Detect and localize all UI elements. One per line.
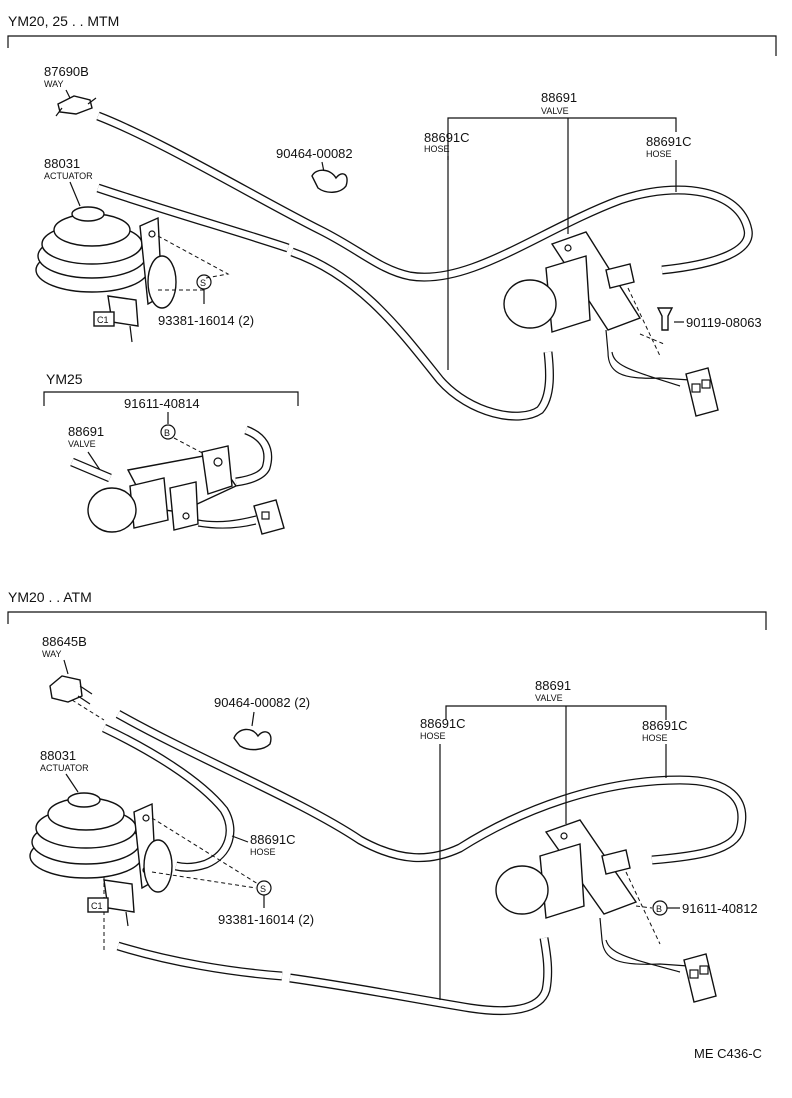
actuator-name-top: ACTUATOR xyxy=(44,171,93,181)
valve-name-bottom: VALVE xyxy=(535,693,563,703)
valve-labels-bottom: 88691 VALVE 88691C HOSE 88691C HOSE xyxy=(420,678,688,1000)
hose-left-number-bottom: 88691C xyxy=(420,716,466,731)
valve-top xyxy=(503,231,719,417)
section-bracket-inset xyxy=(43,391,299,406)
figure-code: ME C436-C xyxy=(694,1046,762,1061)
valve-wire-top xyxy=(605,329,691,387)
screw-badge-top: S xyxy=(200,278,206,288)
bolt-badge-bottom: B xyxy=(656,904,662,914)
inset-valve xyxy=(87,445,285,535)
valve-wire-bottom xyxy=(599,917,689,973)
hose-small-number-bottom: 88691C xyxy=(250,832,296,847)
valve-bottom xyxy=(495,819,717,1003)
bolt-number-top: 90119-08063 xyxy=(686,315,762,330)
valve-bracket-bottom xyxy=(544,819,638,915)
way-number-bottom: 88645B xyxy=(42,634,87,649)
way-connector-bottom: 88645B WAY xyxy=(42,634,93,705)
way-name-bottom: WAY xyxy=(42,649,62,659)
valve-labels-top: 88691 VALVE 88691C HOSE 88691C HOSE xyxy=(424,90,692,370)
svg-text:C1: C1 xyxy=(91,901,103,911)
actuator-name-bottom: ACTUATOR xyxy=(40,763,89,773)
bolt-bottom: B 91611-40812 xyxy=(625,871,758,945)
hose-left-name-bottom: HOSE xyxy=(420,731,446,741)
way-fitting-bottom xyxy=(49,675,83,703)
valve-body-top xyxy=(503,279,557,329)
clip-bottom: 90464-00082 (2) xyxy=(214,695,310,751)
hose-group-top xyxy=(96,111,753,421)
actuator-bottom: 88031 ACTUATOR C1 xyxy=(29,748,173,927)
svg-text:C1: C1 xyxy=(97,315,109,325)
way-fitting-top xyxy=(57,95,93,115)
hose-small-name-bottom: HOSE xyxy=(250,847,276,857)
connector-c1-top xyxy=(93,311,115,327)
screw-number-top: 93381-16014 (2) xyxy=(158,313,254,328)
way-number-top: 87690B xyxy=(44,64,89,79)
screw-badge-bottom: S xyxy=(260,884,266,894)
inset-valve-number: 88691 xyxy=(68,424,104,439)
hose-right-number-bottom: 88691C xyxy=(642,718,688,733)
hose-left-number-top: 88691C xyxy=(424,130,470,145)
way-connector-top: 87690B WAY xyxy=(44,64,97,117)
valve-plug-bottom xyxy=(683,953,717,1003)
section-bracket-bottom xyxy=(7,611,767,630)
section-title-top: YM20, 25 . . MTM xyxy=(8,13,119,29)
valve-plug-top xyxy=(685,367,719,417)
clip-number-bottom: 90464-00082 (2) xyxy=(214,695,310,710)
inset-valve-name: VALVE xyxy=(68,439,96,449)
way-name-top: WAY xyxy=(44,79,64,89)
bolt-top: 90119-08063 xyxy=(627,287,762,357)
valve-name-top: VALVE xyxy=(541,106,569,116)
hose-right-name-top: HOSE xyxy=(646,149,672,159)
hose-small-label-bottom: 88691C HOSE xyxy=(231,832,296,857)
section-title-bottom: YM20 . . ATM xyxy=(8,589,92,605)
valve-number-bottom: 88691 xyxy=(535,678,571,693)
screw-top: S 93381-16014 (2) xyxy=(157,235,254,328)
inset-bolt-badge: B xyxy=(164,428,170,438)
valve-body-bottom xyxy=(495,865,549,915)
section-bracket-top xyxy=(7,35,777,56)
connector-c1-bottom xyxy=(87,897,109,913)
screw-bottom: S 93381-16014 (2) xyxy=(151,817,314,927)
clip-number-top: 90464-00082 xyxy=(276,146,353,161)
clip-top: 90464-00082 xyxy=(276,146,353,193)
actuator-top: 88031 ACTUATOR C1 xyxy=(35,156,177,343)
actuator-number-bottom: 88031 xyxy=(40,748,76,763)
hose-group-bottom xyxy=(71,699,747,1016)
inset-bolt-number: 91611-40814 xyxy=(124,396,200,411)
hose-left-name-top: HOSE xyxy=(424,144,450,154)
section-top: YM20, 25 . . MTM 87690B WAY 88031 ACTUAT… xyxy=(7,13,777,421)
section-title-inset: YM25 xyxy=(46,371,83,387)
screw-number-bottom: 93381-16014 (2) xyxy=(218,912,314,927)
bolt-number-bottom: 91611-40812 xyxy=(682,901,758,916)
actuator-number-top: 88031 xyxy=(44,156,80,171)
hose-right-number-top: 88691C xyxy=(646,134,692,149)
section-bottom: YM20 . . ATM 88645B WAY 90464-00082 (2) xyxy=(7,589,767,1016)
valve-number-top: 88691 xyxy=(541,90,577,105)
hose-right-name-bottom: HOSE xyxy=(642,733,668,743)
section-inset: YM25 91611-40814 B 88691 VALVE xyxy=(43,371,299,535)
